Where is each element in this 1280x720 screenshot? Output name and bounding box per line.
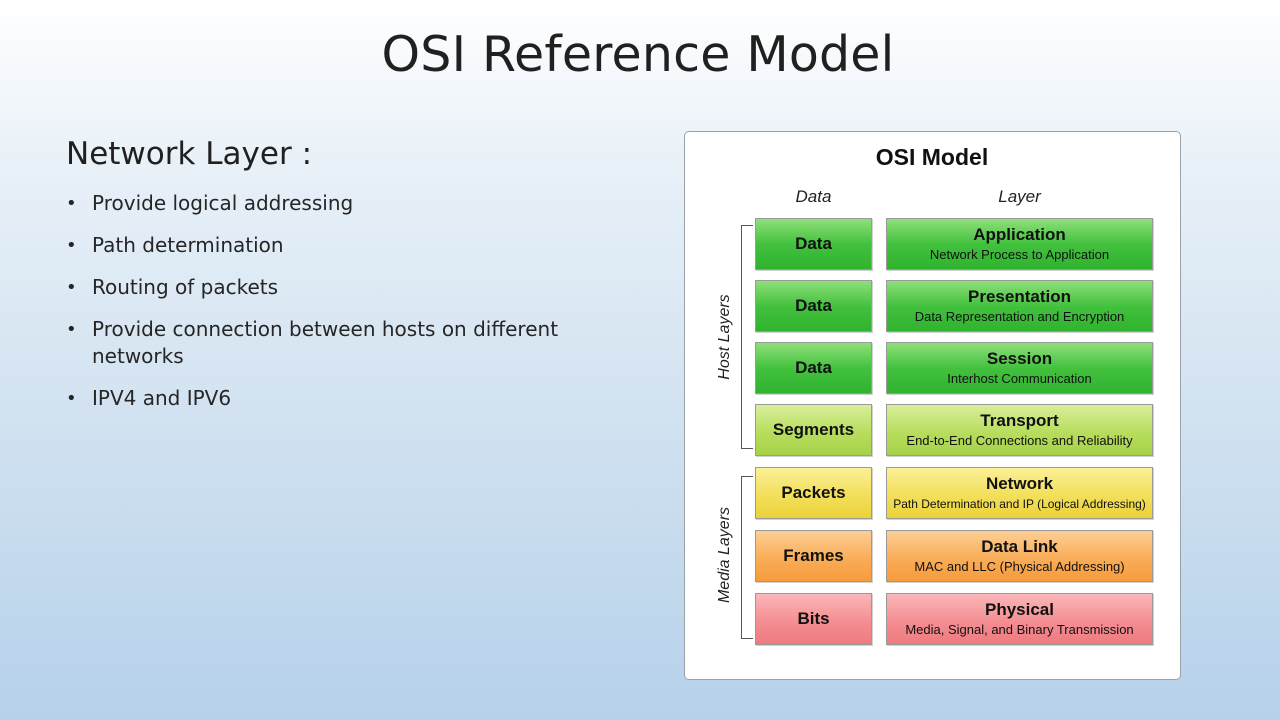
data-column-header: Data <box>795 187 832 206</box>
slide-title: OSI Reference Model <box>381 26 895 83</box>
layer-description: Network Process to Application <box>929 246 1110 262</box>
data-unit-physical: Bits <box>755 593 872 645</box>
bullet-icon: • <box>66 193 77 214</box>
bullet-item: • Provide logical addressing <box>66 190 626 217</box>
bullet-item: • Routing of packets <box>66 274 626 301</box>
bullet-item: • Path determination <box>66 232 626 259</box>
bullet-icon: • <box>66 319 77 340</box>
bullet-text: Provide connection between hosts on diff… <box>92 317 559 368</box>
layer-description: Media, Signal, and Binary Transmission <box>905 621 1134 637</box>
layer-description: MAC and LLC (Physical Addressing) <box>914 558 1125 574</box>
media-layers-bracket <box>741 476 753 639</box>
data-unit-label: Data <box>795 358 832 377</box>
layer-presentation: Presentation Data Representation and Enc… <box>886 280 1153 332</box>
data-unit-transport: Segments <box>755 404 872 456</box>
data-unit-label: Data <box>795 296 832 315</box>
layer-name: Transport <box>980 410 1059 430</box>
osi-model-diagram: OSI Model Data Layer Host Layers Media L… <box>684 131 1181 680</box>
layer-description: Data Representation and Encryption <box>914 308 1125 324</box>
bullet-icon: • <box>66 277 77 298</box>
layer-data-link: Data Link MAC and LLC (Physical Addressi… <box>886 530 1153 582</box>
data-unit-presentation: Data <box>755 280 872 332</box>
diagram-title: OSI Model <box>875 144 989 170</box>
bullet-text: Routing of packets <box>92 275 279 299</box>
host-layers-bracket <box>741 225 753 449</box>
data-unit-label: Data <box>795 234 832 253</box>
bullet-icon: • <box>66 235 77 256</box>
data-unit-label: Frames <box>783 546 844 565</box>
layer-session: Session Interhost Communication <box>886 342 1153 394</box>
data-unit-data-link: Frames <box>755 530 872 582</box>
layer-column-header: Layer <box>998 187 1041 206</box>
layer-name: Data Link <box>981 536 1058 556</box>
data-unit-label: Packets <box>781 483 846 502</box>
layer-name: Physical <box>985 599 1054 619</box>
layer-description: End-to-End Connections and Reliability <box>906 432 1133 448</box>
host-layers-label: Host Layers <box>716 294 733 380</box>
layer-network: Network Path Determination and IP (Logic… <box>886 467 1153 519</box>
layer-description: Path Determination and IP (Logical Addre… <box>893 496 1146 511</box>
bullet-text: Path determination <box>92 233 284 257</box>
data-unit-label: Segments <box>772 420 855 439</box>
data-unit-label: Bits <box>797 609 830 628</box>
data-unit-session: Data <box>755 342 872 394</box>
data-unit-application: Data <box>755 218 872 270</box>
bullet-text: IPV4 and IPV6 <box>92 386 232 410</box>
section-heading: Network Layer : <box>66 136 313 172</box>
media-layers-label: Media Layers <box>716 506 733 604</box>
layer-name: Session <box>986 348 1053 368</box>
layer-name: Network <box>985 473 1054 493</box>
bullet-item: • IPV4 and IPV6 <box>66 385 626 412</box>
layer-physical: Physical Media, Signal, and Binary Trans… <box>886 593 1153 645</box>
layer-name: Presentation <box>968 286 1071 306</box>
layer-description: Interhost Communication <box>947 370 1092 386</box>
layer-transport: Transport End-to-End Connections and Rel… <box>886 404 1153 456</box>
bullet-text: Provide logical addressing <box>92 191 354 215</box>
bullet-list: • Provide logical addressing • Path determ… <box>66 190 626 427</box>
bullet-icon: • <box>66 388 77 409</box>
layer-name: Application <box>973 224 1066 244</box>
bullet-item: • Provide connection between hosts on dif… <box>66 316 626 370</box>
layer-application: Application Network Process to Applicati… <box>886 218 1153 270</box>
data-unit-network: Packets <box>755 467 872 519</box>
